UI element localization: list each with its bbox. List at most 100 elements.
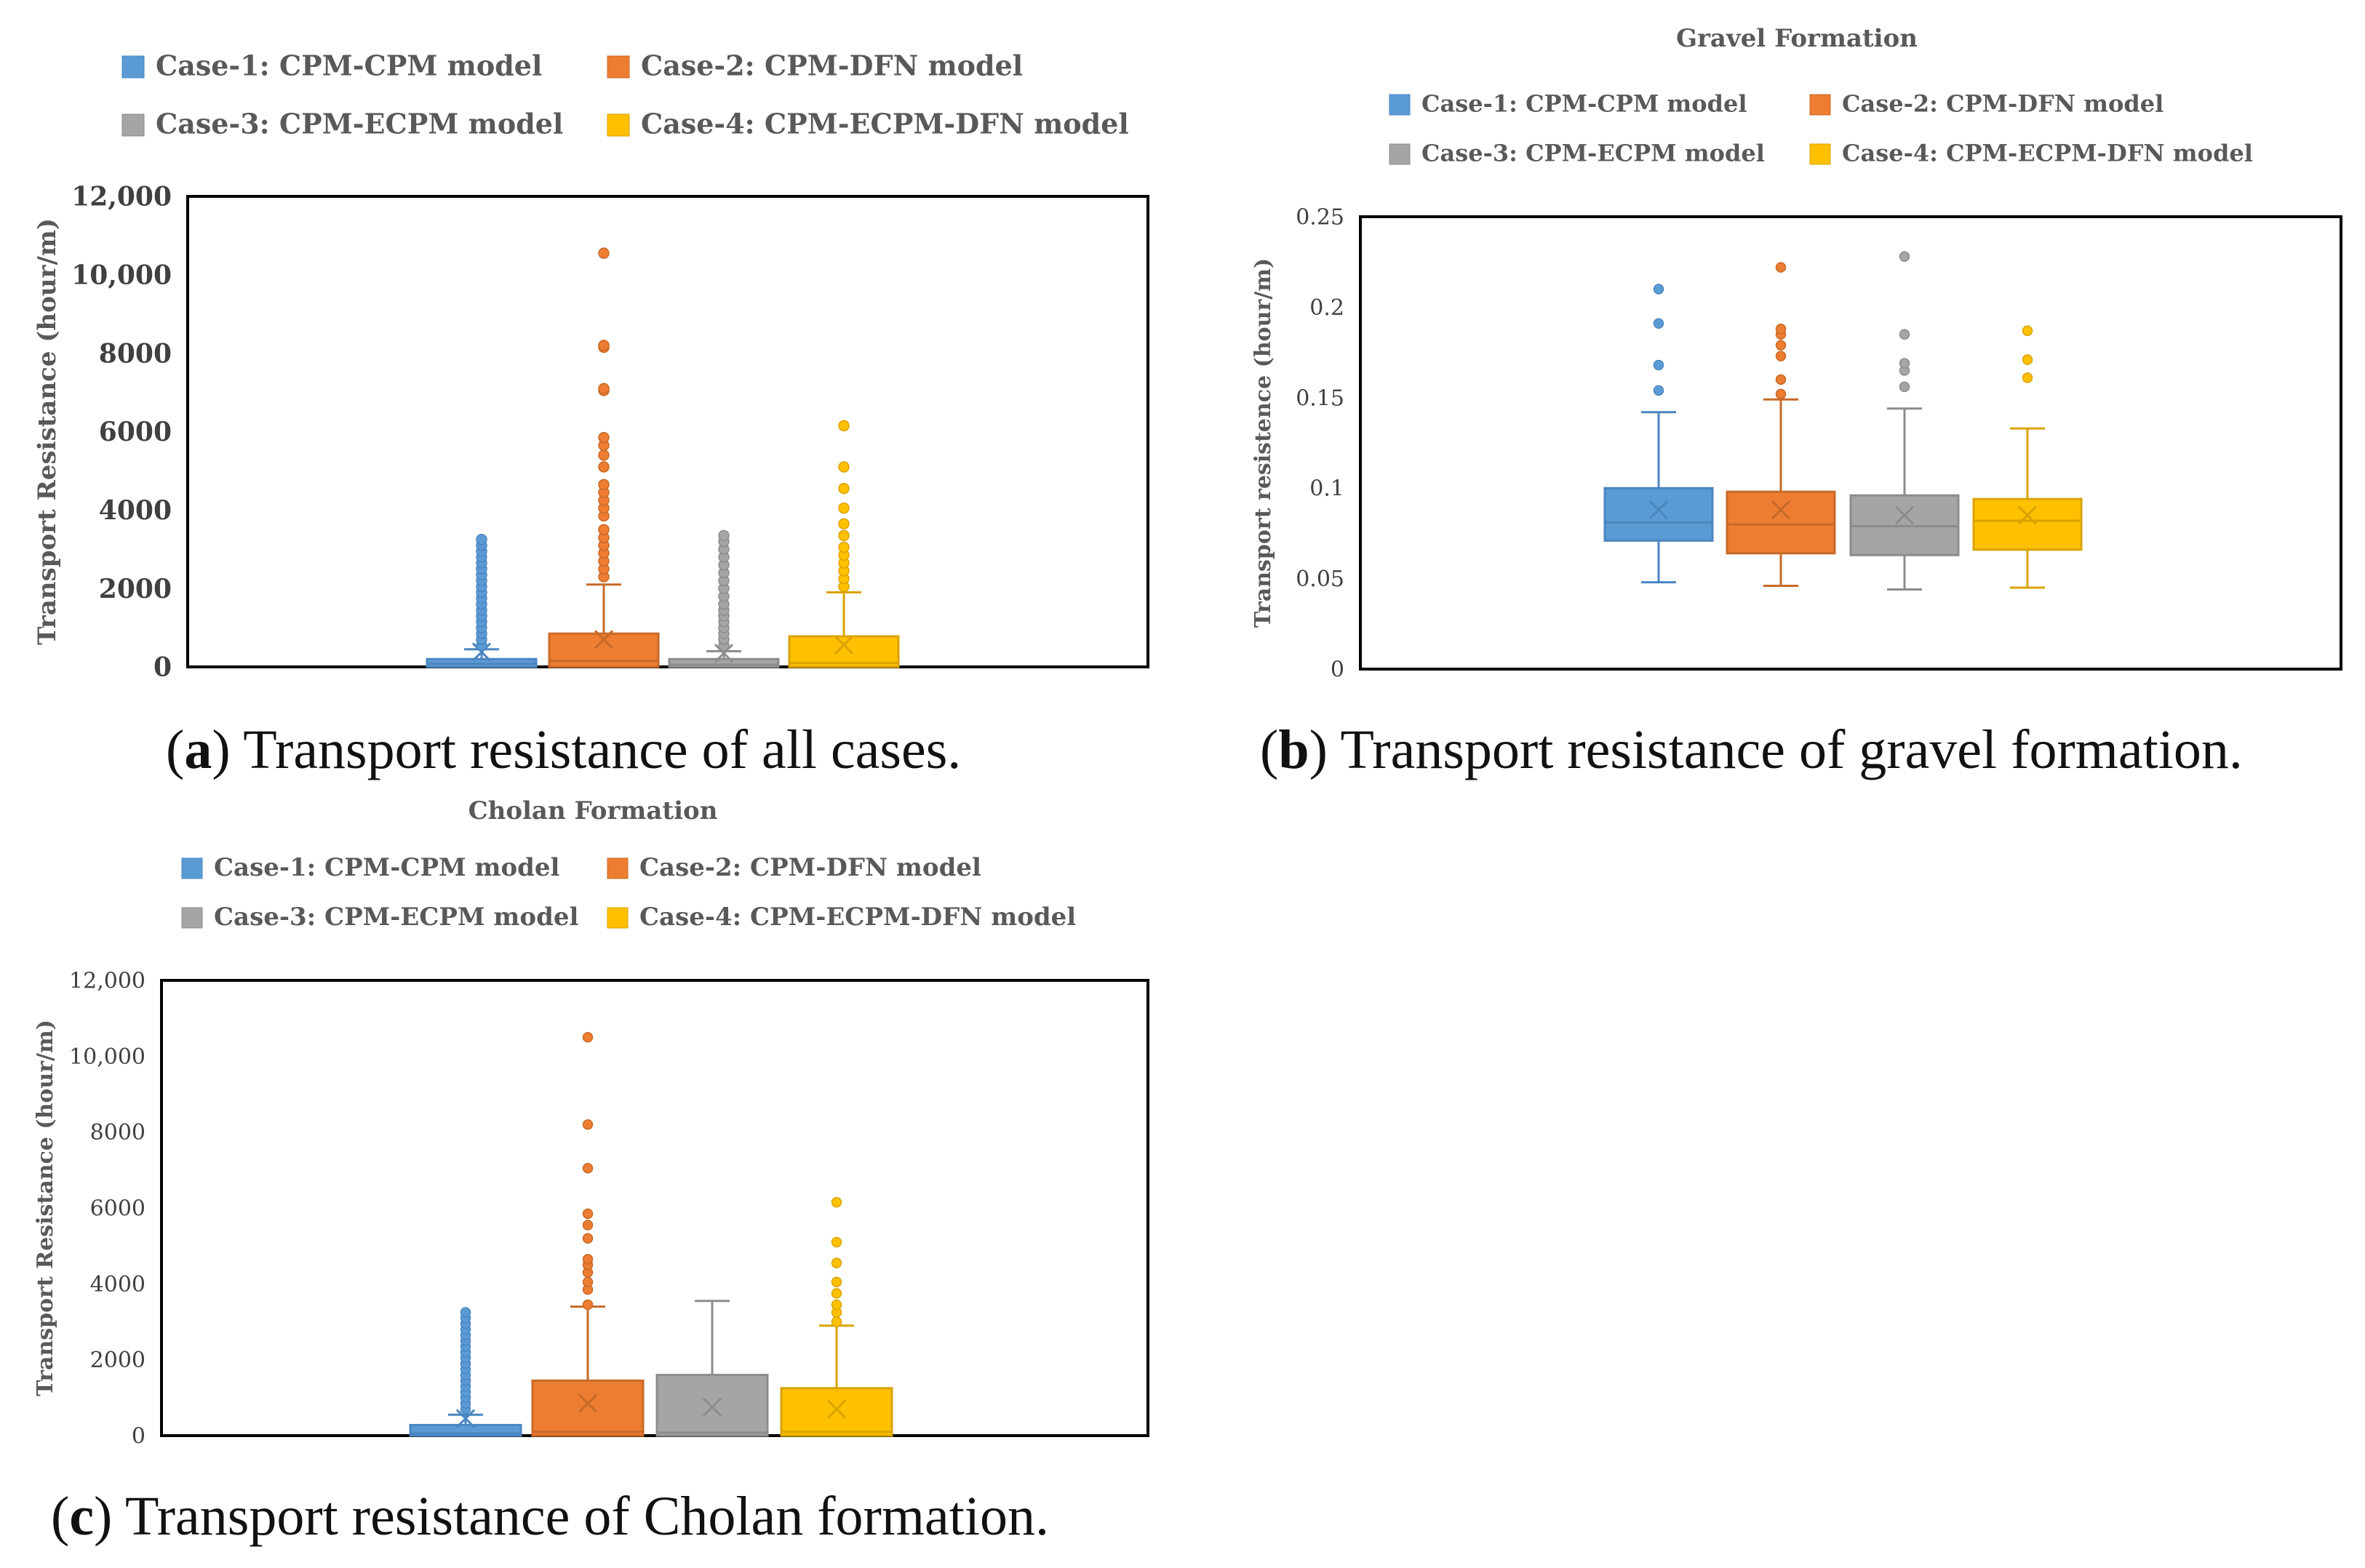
caption-b: (b) Transport resistance of gravel forma… bbox=[1260, 719, 2243, 780]
outlier-point bbox=[1775, 388, 1787, 400]
y-tick-label: 2000 bbox=[90, 1348, 145, 1373]
outlier-point bbox=[598, 449, 610, 461]
outlier-point bbox=[838, 502, 850, 514]
outlier-point bbox=[598, 524, 610, 536]
legend-swatch-2 bbox=[607, 857, 629, 879]
y-tick-label: 8000 bbox=[99, 338, 172, 369]
mean-marker bbox=[2017, 505, 2038, 525]
mean-marker bbox=[578, 1393, 598, 1413]
y-tick-label: 12,000 bbox=[69, 969, 145, 994]
outlier-point bbox=[598, 479, 610, 491]
legend-swatch-2 bbox=[607, 55, 630, 79]
outlier-point bbox=[1653, 284, 1664, 295]
legend-swatch-3 bbox=[1389, 143, 1411, 165]
box-series-2 bbox=[1726, 262, 1836, 588]
outlier-point bbox=[838, 482, 850, 495]
legend-label-3: Case-3: CPM-ECPM model bbox=[214, 903, 578, 932]
box-series-3 bbox=[668, 529, 780, 668]
outlier-point bbox=[831, 1196, 842, 1208]
mean-marker bbox=[1894, 505, 1915, 525]
legend-label-3: Case-3: CPM-ECPM model bbox=[156, 107, 563, 140]
caption-c: (c) Transport resistance of Cholan forma… bbox=[51, 1486, 1049, 1547]
legend-swatch-3 bbox=[121, 113, 145, 137]
caption-a-text: Transport resistance of all cases. bbox=[230, 719, 962, 780]
box-iqr bbox=[531, 1379, 645, 1437]
plot-frame bbox=[160, 979, 1149, 1437]
box-series-2 bbox=[531, 1032, 645, 1437]
box-iqr bbox=[1726, 490, 1836, 555]
outlier-point bbox=[598, 247, 610, 259]
outlier-point bbox=[1775, 340, 1787, 351]
y-axis-label: Transport Resistance (hour/m) bbox=[33, 1020, 58, 1396]
outlier-point bbox=[1775, 351, 1787, 361]
outlier-point bbox=[1899, 358, 1910, 369]
outlier-point bbox=[582, 1254, 594, 1265]
outlier-point bbox=[460, 1307, 471, 1318]
outlier-point bbox=[582, 1233, 594, 1244]
y-tick-label: 10,000 bbox=[69, 1044, 145, 1070]
box-iqr bbox=[655, 1374, 769, 1437]
outlier-point bbox=[838, 541, 850, 553]
y-axis-label: Transport Resistance (hour/m) bbox=[33, 218, 62, 645]
y-tick-label: 2000 bbox=[99, 574, 172, 604]
mean-marker bbox=[594, 630, 614, 649]
legend-label-1: Case-1: CPM-CPM model bbox=[214, 853, 560, 882]
outlier-point bbox=[1775, 262, 1787, 273]
outlier-point bbox=[831, 1276, 842, 1287]
y-tick-label: 0.15 bbox=[1296, 385, 1344, 411]
box-series-4 bbox=[788, 420, 900, 668]
mean-marker bbox=[834, 635, 854, 655]
caption-c-text: Transport resistance of Cholan formation… bbox=[112, 1486, 1049, 1547]
y-tick-label: 6000 bbox=[99, 417, 172, 447]
legend-label-4: Case-4: CPM-ECPM-DFN model bbox=[1842, 140, 2253, 167]
outlier-point bbox=[598, 461, 610, 473]
legend-label-1: Case-1: CPM-CPM model bbox=[1421, 90, 1747, 118]
box-iqr bbox=[1603, 487, 1714, 542]
y-tick-label: 0 bbox=[1331, 657, 1344, 683]
box-series-1 bbox=[1603, 284, 1714, 584]
y-tick-label: 4000 bbox=[99, 495, 172, 526]
plot-frame bbox=[1359, 215, 2342, 671]
box-iqr bbox=[668, 657, 780, 668]
outlier-point bbox=[718, 529, 730, 542]
outlier-point bbox=[831, 1257, 842, 1268]
outlier-point bbox=[582, 1119, 594, 1130]
outlier-point bbox=[831, 1316, 842, 1327]
legend-swatch-1 bbox=[181, 857, 203, 879]
mean-marker bbox=[1648, 500, 1669, 520]
legend-swatch-4 bbox=[1809, 143, 1831, 165]
outlier-point bbox=[476, 534, 487, 545]
legend-swatch-4 bbox=[607, 907, 629, 929]
mean-marker bbox=[1771, 500, 1791, 520]
legend-label-2: Case-2: CPM-DFN model bbox=[639, 853, 981, 882]
legend-label-3: Case-3: CPM-ECPM model bbox=[1421, 140, 1765, 167]
box-series-4 bbox=[780, 1196, 893, 1437]
y-tick-label: 6000 bbox=[90, 1196, 145, 1222]
outlier-point bbox=[582, 1162, 594, 1174]
y-tick-label: 0 bbox=[153, 652, 172, 683]
legend-swatch-2 bbox=[1809, 94, 1831, 116]
y-tick-label: 10,000 bbox=[71, 260, 172, 290]
chart-title: Cholan Formation bbox=[468, 796, 718, 825]
mean-marker bbox=[455, 1409, 476, 1428]
outlier-point bbox=[1899, 329, 1910, 340]
y-tick-label: 8000 bbox=[90, 1120, 145, 1145]
outlier-point bbox=[1899, 251, 1910, 262]
y-tick-label: 0.2 bbox=[1309, 295, 1344, 321]
outlier-point bbox=[582, 1276, 594, 1287]
legend-label-1: Case-1: CPM-CPM model bbox=[156, 49, 542, 81]
caption-b-letter: b bbox=[1278, 719, 1309, 780]
outlier-point bbox=[1775, 324, 1787, 335]
outlier-point bbox=[598, 340, 610, 351]
legend-swatch-3 bbox=[181, 907, 203, 929]
chart-title: Gravel Formation bbox=[1676, 24, 1918, 53]
outlier-point bbox=[838, 420, 850, 432]
outlier-point bbox=[582, 1220, 594, 1231]
outlier-point bbox=[598, 383, 610, 394]
box-series-2 bbox=[548, 247, 660, 668]
outlier-point bbox=[831, 1236, 842, 1248]
